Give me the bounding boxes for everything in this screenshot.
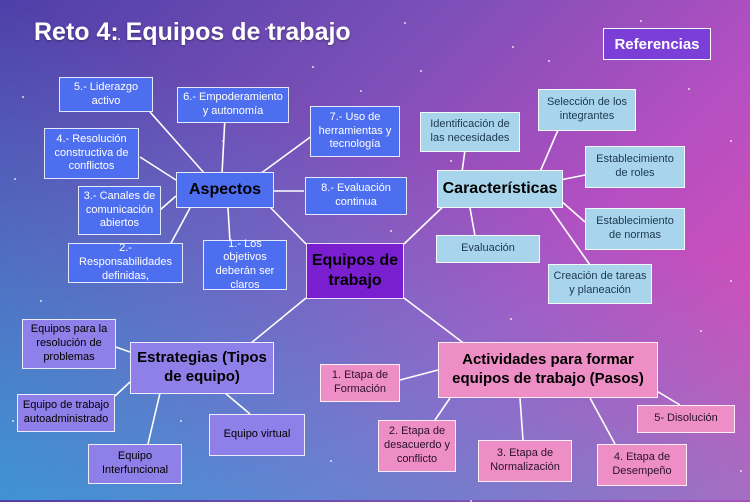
- connector: [169, 207, 191, 246]
- aspecto-item: 3.- Canales de comunicación abiertos: [78, 186, 161, 235]
- star: [22, 96, 24, 98]
- caracteristicas-hub: Características: [437, 170, 563, 208]
- estrategia-item: Equipo Interfuncional: [88, 444, 182, 484]
- star: [360, 90, 362, 92]
- actividades-hub: Actividades para formar equipos de traba…: [438, 342, 658, 398]
- connector: [224, 392, 251, 415]
- estrategia-item: Equipo virtual: [209, 414, 305, 456]
- references-button[interactable]: Referencias: [603, 28, 711, 60]
- star: [730, 140, 732, 142]
- estrategias-hub: Estrategias (Tipos de equipo): [130, 342, 274, 394]
- connector: [244, 297, 307, 349]
- star: [300, 40, 302, 42]
- connector: [559, 199, 586, 223]
- connector: [147, 392, 161, 445]
- connector: [469, 207, 476, 237]
- star: [14, 178, 16, 180]
- connector: [399, 369, 439, 381]
- actividad-item: 1. Etapa de Formación: [320, 364, 400, 402]
- star: [12, 420, 14, 422]
- aspecto-item: 1.- Los objetivos deberán ser claros: [203, 238, 287, 291]
- estrategia-item: Equipos para la resolución de problemas: [22, 319, 116, 369]
- connector: [149, 111, 206, 175]
- connector: [114, 381, 131, 397]
- connector: [267, 204, 307, 245]
- actividad-item: 3. Etapa de Normalización: [478, 440, 572, 482]
- caracteristica-item: Establecimiento de normas: [585, 208, 685, 250]
- star: [330, 460, 332, 462]
- caracteristica-item: Evaluación: [436, 235, 540, 263]
- connector: [434, 397, 451, 421]
- aspectos-hub: Aspectos: [176, 172, 274, 208]
- star: [688, 88, 690, 90]
- star: [512, 46, 514, 48]
- star: [312, 66, 314, 68]
- star: [510, 318, 512, 320]
- connector: [461, 149, 466, 173]
- actividad-item: 4. Etapa de Desempeño: [597, 444, 687, 486]
- star: [180, 420, 182, 422]
- star: [40, 300, 42, 302]
- star: [700, 330, 702, 332]
- aspecto-item: 6.- Empoderamiento y autonomía: [177, 87, 289, 123]
- connector: [589, 397, 616, 445]
- star: [450, 160, 452, 162]
- connector: [221, 116, 226, 175]
- star: [640, 20, 642, 22]
- star: [118, 38, 120, 40]
- connector: [559, 174, 586, 181]
- center-node: Equipos de trabajo: [306, 243, 404, 299]
- star: [390, 230, 392, 232]
- star: [548, 60, 550, 62]
- actividad-item: 5- Disolución: [637, 405, 735, 433]
- aspecto-item: 5.- Liderazgo activo: [59, 77, 153, 112]
- connector: [519, 397, 524, 441]
- aspecto-item: 2.- Responsabilidades definidas,: [68, 242, 183, 283]
- star: [420, 70, 422, 72]
- connector: [227, 207, 231, 243]
- connector: [549, 207, 591, 266]
- caracteristica-item: Identificación de las necesidades: [420, 112, 520, 152]
- page-title: Reto 4: Equipos de trabajo: [34, 18, 351, 46]
- caracteristica-item: Selección de los integrantes: [538, 89, 636, 131]
- star: [730, 280, 732, 282]
- connector: [139, 156, 177, 181]
- connector: [159, 195, 177, 211]
- star: [265, 28, 267, 30]
- aspecto-item: 4.- Resolución constructiva de conflicto…: [44, 128, 139, 179]
- caracteristica-item: Establecimiento de roles: [585, 146, 685, 188]
- aspecto-item: 7.- Uso de herramientas y tecnología: [310, 106, 400, 157]
- connector: [539, 129, 559, 173]
- actividad-item: 2. Etapa de desacuerdo y conflicto: [378, 420, 456, 472]
- caracteristica-item: Creación de tareas y planeación: [548, 264, 652, 304]
- aspecto-item: 8.- Evaluación continua: [305, 177, 407, 215]
- connector: [403, 297, 471, 349]
- star: [404, 22, 406, 24]
- star: [740, 470, 742, 472]
- connector: [654, 389, 681, 406]
- estrategia-item: Equipo de trabajo autoadministrado: [17, 394, 115, 432]
